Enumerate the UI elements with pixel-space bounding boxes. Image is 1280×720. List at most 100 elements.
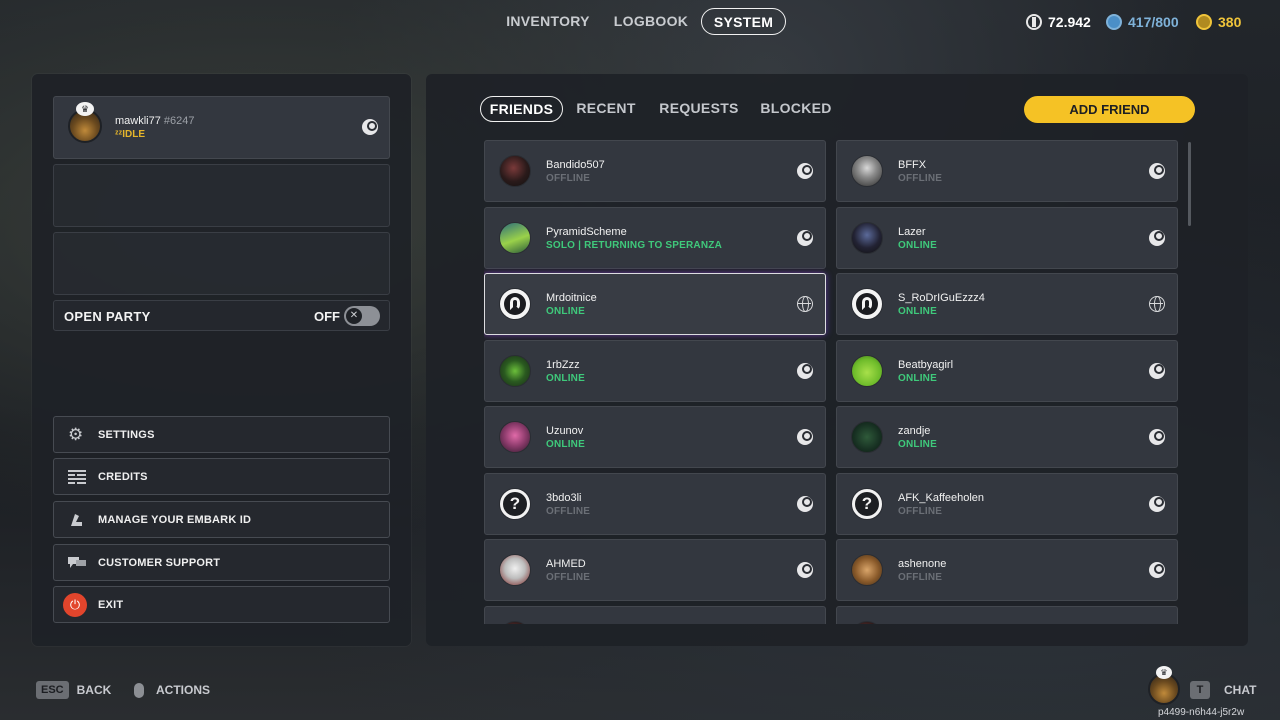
friend-status: OFFLINE (546, 572, 591, 583)
open-party-label: OPEN PARTY (64, 309, 151, 324)
mouse-icon (134, 682, 144, 698)
chat-label: CHAT (1224, 683, 1257, 697)
tab-system[interactable]: SYSTEM (701, 8, 786, 35)
friend-status: ONLINE (898, 239, 937, 251)
tab-requests[interactable]: REQUESTS (659, 100, 739, 116)
friend-name: Uzunov (546, 425, 584, 437)
friend-avatar: ? (499, 487, 531, 520)
player-status-text: IDLE (122, 129, 146, 140)
add-friend-button[interactable]: ADD FRIEND (1024, 96, 1195, 123)
tab-blocked[interactable]: BLOCKED (760, 100, 832, 116)
friend-avatar (851, 620, 883, 624)
player-name: mawkli77 #6247 (115, 115, 195, 127)
manage-embark-id-button[interactable]: MANAGE YOUR EMBARK ID (53, 501, 390, 538)
player-username: mawkli77 (115, 115, 161, 127)
friend-avatar (499, 421, 531, 453)
tab-logbook[interactable]: LOGBOOK (613, 13, 689, 29)
actions-label: ACTIONS (156, 683, 210, 697)
tokens-icon (1106, 14, 1122, 30)
player-tag: #6247 (163, 115, 195, 127)
tab-friends[interactable]: FRIENDS (480, 96, 563, 122)
back-label: BACK (76, 683, 112, 697)
open-party-toggle[interactable]: ✕ (344, 306, 380, 326)
unknown-avatar-icon: ? (855, 491, 879, 516)
friend-avatar (499, 354, 531, 387)
friend-avatar (499, 288, 531, 320)
friend-avatar (851, 421, 883, 453)
friend-status: ONLINE (898, 439, 937, 450)
friend-status: SOLO | RETURNING TO SPERANZA (546, 239, 723, 251)
friends-list-scrollbar[interactable] (1188, 142, 1191, 226)
friend-avatar (499, 155, 531, 187)
tab-inventory[interactable]: INVENTORY (506, 13, 590, 29)
friend-name: Lazer (898, 225, 926, 238)
chat-hint[interactable]: T CHAT (1190, 681, 1256, 699)
party-slot-empty[interactable] (53, 164, 390, 227)
tokens-value: 417/800 (1128, 14, 1179, 30)
multibucks-icon (1196, 14, 1212, 30)
embark-logo-mark (510, 297, 520, 310)
actions-hint[interactable]: ACTIONS (134, 681, 210, 699)
close-icon: ✕ (346, 308, 362, 324)
friend-card[interactable] (836, 605, 1178, 624)
friend-status: OFFLINE (898, 173, 943, 184)
friend-status: OFFLINE (546, 505, 591, 517)
friend-avatar (499, 554, 531, 586)
friend-name: Beatbyagirl (898, 358, 954, 371)
settings-button[interactable]: ⚙ SETTINGS (53, 416, 390, 453)
open-party-state: OFF (314, 309, 340, 324)
currency-multibucks: 380 (1196, 12, 1241, 32)
friend-status: ONLINE (546, 306, 585, 317)
system-side-panel: ♛ mawkli77 #6247 ᶻᶻIDLE OPEN PARTY OFF ✕… (32, 74, 411, 646)
steam-icon (1149, 362, 1165, 379)
friend-name: S_RoDrIGuEzzz4 (898, 292, 985, 304)
friend-name: zandje (898, 425, 931, 437)
credits-button[interactable]: CREDITS (53, 458, 390, 495)
avatar (68, 109, 102, 143)
friend-avatar (851, 354, 883, 387)
friend-card[interactable]: BFFX OFFLINE (836, 140, 1178, 202)
friend-name: BFFX (898, 159, 927, 171)
friend-status: OFFLINE (546, 173, 591, 184)
friend-avatar (851, 288, 883, 320)
steam-icon (797, 495, 813, 512)
steam-icon (1149, 495, 1165, 512)
customer-support-button[interactable]: CUSTOMER SUPPORT (53, 544, 390, 581)
friends-panel: FRIENDS RECENT REQUESTS BLOCKED ADD FRIE… (426, 74, 1248, 646)
friend-status: ONLINE (898, 306, 937, 317)
power-icon: ⏻ (63, 593, 87, 617)
currency-coins: 72.942 (1026, 12, 1091, 32)
friend-card[interactable] (484, 605, 826, 624)
player-profile-card[interactable]: ♛ mawkli77 #6247 ᶻᶻIDLE (53, 96, 390, 159)
back-hint[interactable]: ESC BACK (36, 681, 111, 699)
friend-name: 1rbZzz (546, 358, 580, 371)
credits-list-icon (68, 469, 86, 485)
steam-icon (1149, 229, 1165, 246)
party-slot-empty[interactable] (53, 232, 390, 295)
crown-icon: ♛ (1156, 666, 1172, 679)
exit-button[interactable]: ⏻ EXIT (53, 586, 390, 623)
steam-icon (797, 229, 813, 246)
tab-recent[interactable]: RECENT (576, 100, 636, 116)
embark-id-icon (68, 512, 86, 528)
friend-avatar (851, 221, 883, 254)
idle-icon: ᶻᶻ (115, 129, 123, 140)
player-id: p4499-n6h44-j5r2w (1158, 707, 1245, 718)
friend-name: Bandido507 (546, 159, 605, 171)
friend-name: PyramidScheme (546, 225, 627, 238)
exit-label: EXIT (98, 599, 124, 611)
